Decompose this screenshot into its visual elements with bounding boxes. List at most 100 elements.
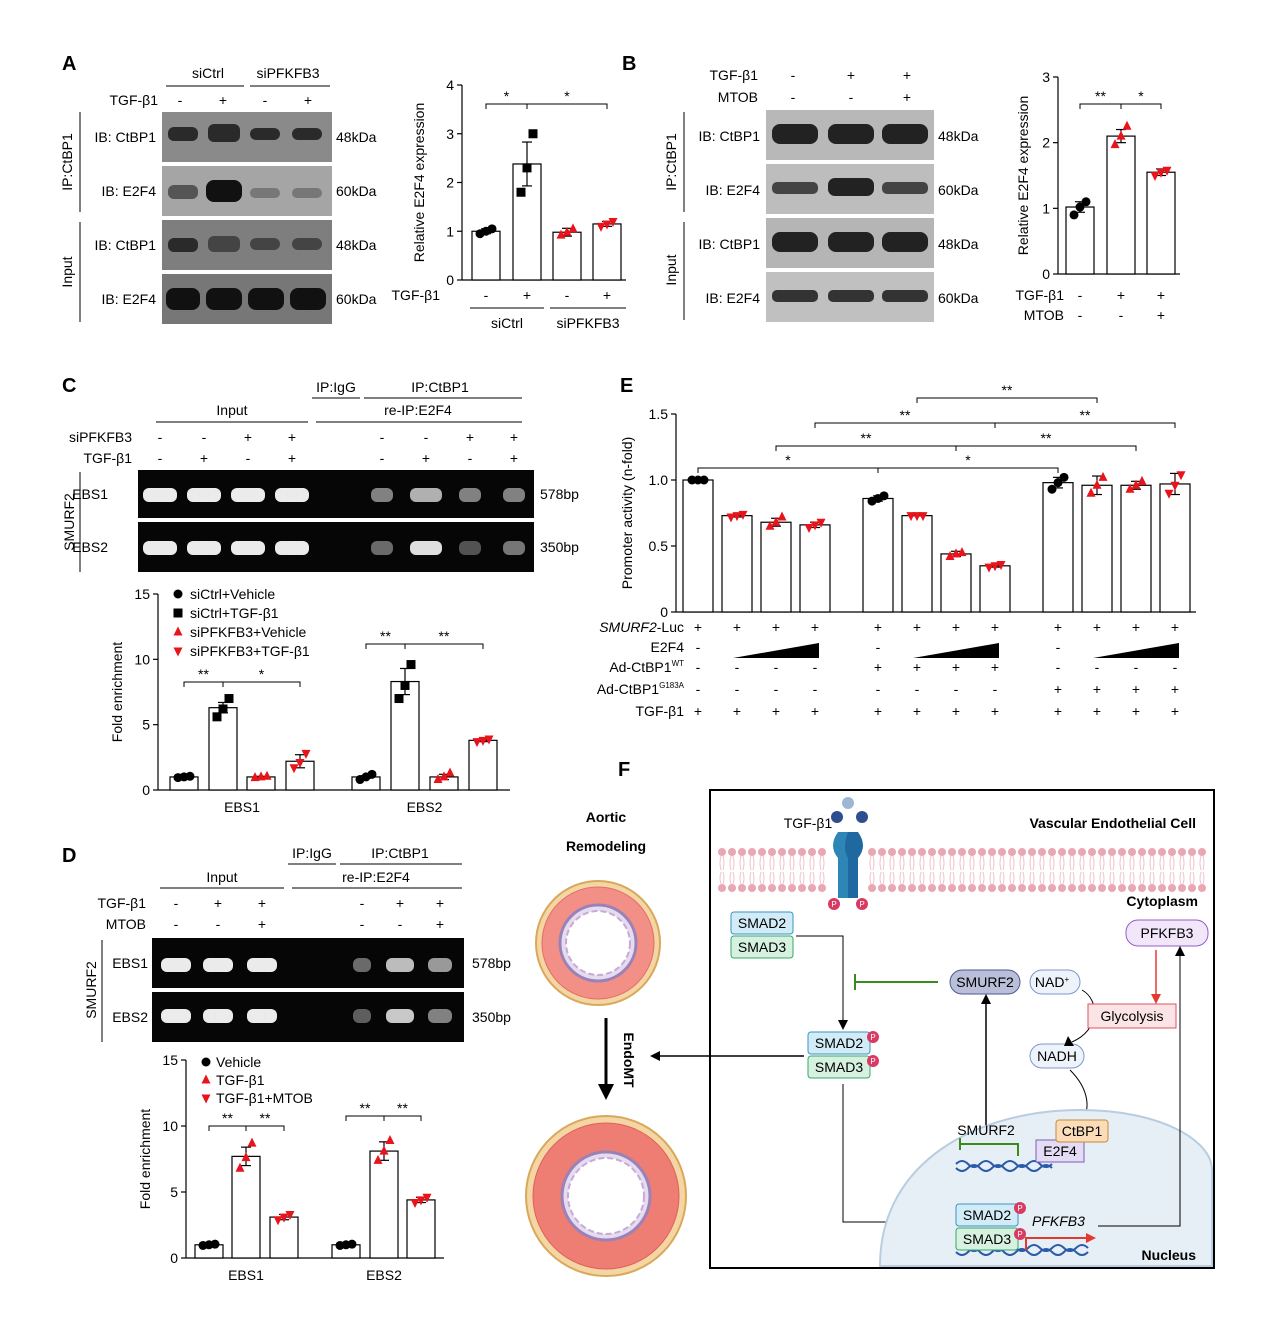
d-input: Input <box>206 869 237 885</box>
sig-bracket <box>183 681 224 687</box>
arrowhead <box>838 1020 848 1030</box>
sig-label: ** <box>397 1100 408 1116</box>
lipid-head <box>808 884 816 892</box>
lipid-head <box>868 848 876 856</box>
f-aortic: Aortic <box>586 809 627 825</box>
d-row-2: MTOB <box>106 916 146 932</box>
f-ctbp1: CtBP1 <box>1062 1123 1103 1139</box>
aorta-normal-icon <box>535 880 661 1006</box>
bar <box>901 515 933 613</box>
bar <box>468 739 498 791</box>
f-remodeling: Remodeling <box>566 838 646 854</box>
lipid-head <box>1058 884 1066 892</box>
data-point <box>810 521 820 531</box>
f-e2f4: E2F4 <box>1043 1143 1077 1159</box>
dose-wedge-icon <box>913 643 999 658</box>
condition-value: + <box>396 895 404 911</box>
data-point <box>816 518 826 528</box>
b-size-2: 60kDa <box>938 182 979 198</box>
legend-marker <box>201 1057 211 1067</box>
condition-value: - <box>696 639 701 655</box>
xlab-4: + <box>603 287 611 303</box>
sig-label: ** <box>1002 382 1013 398</box>
legend-label: TGF-β1+MTOB <box>216 1090 313 1106</box>
panel-f: F Aortic Remodeling EndoMT Vascular Endo… <box>525 759 1215 1277</box>
sig-label: ** <box>198 666 209 682</box>
ctbp1-box <box>1055 1119 1109 1143</box>
smurf2-protein-box <box>949 969 1021 995</box>
gel-d-ebs1 <box>152 938 464 988</box>
p-badge: P <box>859 900 864 909</box>
y-axis-label: Relative E2F4 expression <box>1015 96 1031 256</box>
arrowhead <box>1175 946 1185 956</box>
condition-value: + <box>244 429 252 445</box>
lipid-tail <box>819 855 825 885</box>
f-nadh: NADH <box>1037 1048 1077 1064</box>
smurf2-promoter-inhibit <box>960 1143 1019 1156</box>
condition-value: + <box>1132 619 1140 635</box>
f-psmad2: SMAD2 <box>815 1035 863 1051</box>
lipid-head <box>1048 848 1056 856</box>
d-gel-2: EBS2 <box>112 1009 148 1025</box>
lipid-head <box>1068 884 1076 892</box>
b-val: - <box>791 67 796 83</box>
f-smurf2-gene: SMURF2 <box>957 1122 1015 1138</box>
sig-bracket <box>345 1115 385 1121</box>
lipid-head <box>728 848 736 856</box>
data-point <box>1047 484 1057 494</box>
b-side-label-2: Input <box>663 254 679 285</box>
p-icon <box>867 1031 879 1043</box>
ib-label-1: IB: CtBP1 <box>95 129 157 145</box>
lipid-tail <box>809 855 815 885</box>
data-point <box>516 187 526 197</box>
f-cytoplasm: Cytoplasm <box>1126 893 1198 909</box>
sig-bracket <box>208 1125 247 1131</box>
bx-row-1: TGF-β1 <box>1016 287 1065 303</box>
lipid-head <box>818 884 826 892</box>
data-point <box>1098 471 1108 481</box>
gel-band <box>410 541 442 555</box>
bar <box>1146 171 1176 275</box>
lipid-head <box>1118 848 1126 856</box>
b-val: + <box>847 67 855 83</box>
lipid-head <box>1188 848 1196 856</box>
condition-row-label: Ad-CtBP1WT <box>609 659 684 675</box>
gel-d-ebs2 <box>152 992 464 1042</box>
f-psmad3: SMAD3 <box>815 1059 863 1075</box>
sig-label: * <box>785 452 791 468</box>
lipid-head <box>808 848 816 856</box>
lipid-head <box>1098 884 1106 892</box>
condition-value: - <box>954 681 959 697</box>
sig-bracket <box>814 422 996 428</box>
d-row-values: -++-++--+--+ <box>174 895 444 932</box>
condition-value: + <box>913 703 921 719</box>
lipid-head <box>948 848 956 856</box>
condition-value: - <box>813 681 818 697</box>
c-gel-1: EBS1 <box>72 486 108 502</box>
xgroup-1: siCtrl <box>491 315 523 331</box>
nadh-box <box>1029 1043 1085 1069</box>
bands-b <box>772 124 928 302</box>
tgf-receptor-icon: P P <box>828 832 868 910</box>
c-row-values: --++--++-+-+-+-+ <box>158 429 518 466</box>
sig-label: * <box>259 666 265 682</box>
y-axis-label: Fold enrichment <box>109 642 125 742</box>
condition-value: - <box>246 450 251 466</box>
sig-label: ** <box>222 1110 233 1126</box>
x-category-label: EBS2 <box>366 1267 402 1283</box>
d-size-2: 350bp <box>472 1009 511 1025</box>
condition-value: - <box>696 681 701 697</box>
transcription-arrow <box>1025 1237 1086 1250</box>
gel-band <box>247 958 277 972</box>
lipid-tail <box>749 855 755 885</box>
sig-bracket <box>697 467 879 473</box>
f-nsmad2: SMAD2 <box>963 1207 1011 1223</box>
data-point <box>906 512 916 522</box>
legend-marker <box>201 1094 211 1104</box>
condition-value: - <box>158 429 163 445</box>
data-point <box>945 551 955 561</box>
data-point <box>273 1216 283 1226</box>
lipid-tail <box>869 855 875 885</box>
lipid-head <box>1198 848 1206 856</box>
